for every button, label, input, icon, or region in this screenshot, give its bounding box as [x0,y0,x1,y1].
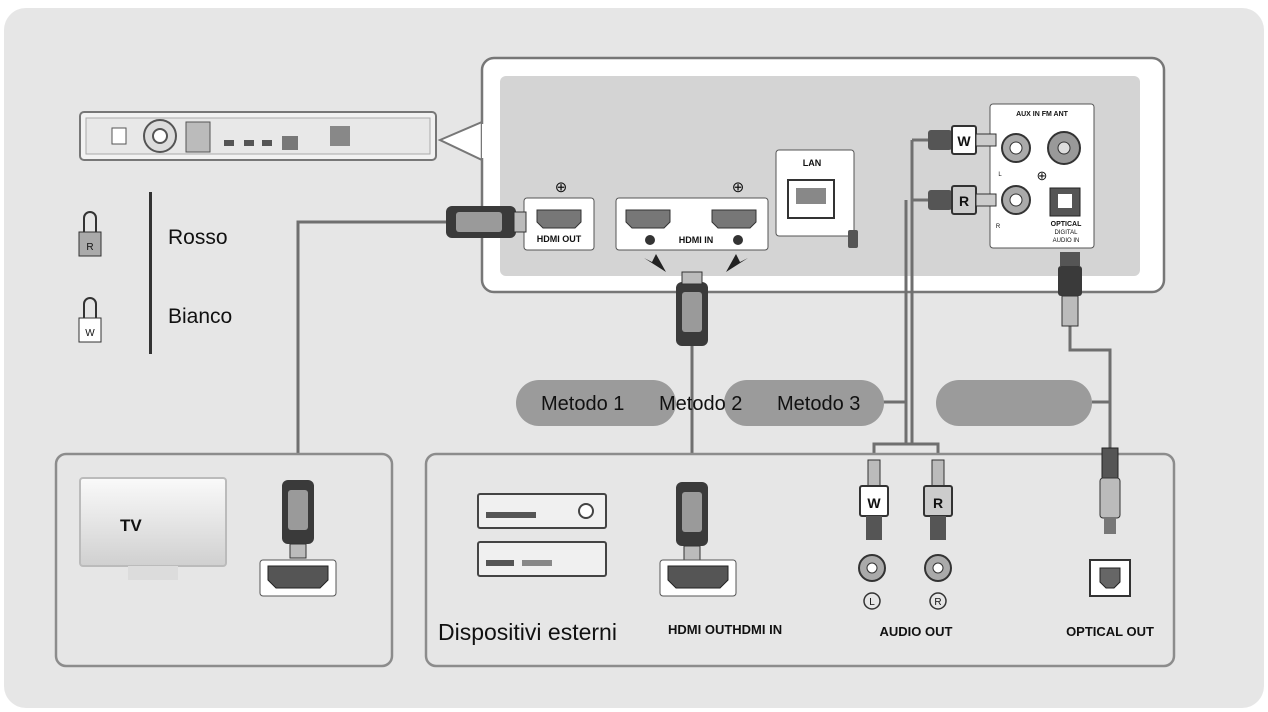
svg-text:⊕: ⊕ [555,179,568,196]
left-channel-mark: L [869,597,875,608]
rca-plug-device-r-icon [923,459,953,540]
red-plug-icon [78,211,102,257]
external-devices-label: Dispositivi esterni [438,619,617,645]
red-plug-letter: R [86,242,93,253]
callout-gap [482,124,486,158]
cable-optical [1068,326,1112,448]
optical-out-label: OPTICAL OUT [1066,624,1154,639]
hdmi-plug-device-icon [676,482,708,561]
rca-jack-left-icon [858,554,886,610]
white-plug-icon [78,297,102,343]
rca-plug-device-w-icon [859,459,889,540]
device-plug-w-letter: W [867,495,881,511]
arrow-hdmi-in-1-icon [644,254,666,272]
cable-hdmi-tv [296,220,450,480]
method-2-pill [724,380,884,426]
tv-label: TV [120,516,142,535]
hdmi-port-device-icon [659,559,737,597]
hdmi-out-in-label: HDMI OUTHDMI IN [668,622,782,637]
hdmi-plug-panel-out-icon [446,206,527,238]
white-plug-letter: W [85,328,95,339]
hdmi-plug-tv-icon [282,480,314,559]
aux-fm-optical-block: ⊕ [989,103,1095,249]
white-label: Bianco [168,305,232,328]
svg-text:⊕: ⊕ [732,179,745,196]
method-2-label: Metodo 2 [659,393,742,415]
optical-in-label-1: OPTICAL [1051,221,1082,228]
set-top-box-icon [477,541,607,577]
right-channel-mark: R [934,597,941,608]
legend: R Rosso W Bianco [78,192,232,354]
lan-port-label: LAN [803,158,822,168]
tv-icon [79,477,227,588]
svg-text:⊕: ⊕ [1037,168,1048,183]
optical-in-label-2: DIGITAL [1055,230,1079,236]
aux-plug-w-letter: W [957,133,971,149]
dvd-player-icon [477,493,607,529]
aux-right-mark: R [996,224,1001,230]
hdmi-in-port-label: HDMI IN [679,235,714,245]
main-unit-illustration [79,111,437,161]
method-1-label: Metodo 1 [541,393,624,415]
hdmi-out-port-label: HDMI OUT [537,234,582,244]
audio-out-label: AUDIO OUT [880,624,953,639]
optical-plug-device-icon [1099,447,1121,534]
optical-port-device-icon [1089,559,1131,597]
red-label: Rosso [168,226,228,249]
hdmi-in-ports: ⊕ [615,179,769,251]
cable-rca-split [872,442,940,460]
external-devices-box [424,452,1176,668]
optical-in-label-3: AUDIO IN [1053,238,1080,244]
rca-plug-aux-r-icon [928,185,997,215]
method-1-pill [516,380,676,426]
aux-plug-r-letter: R [959,193,969,209]
method-3-pill [936,380,1092,426]
hdmi-plug-panel-in-icon [676,271,708,346]
aux-left-mark: L [998,172,1002,178]
aux-fm-label: AUX IN FM ANT [1016,111,1069,118]
optical-plug-panel-icon [1058,252,1082,327]
hdmi-port-tv-icon [259,559,337,597]
rca-jack-right-icon [924,554,952,610]
lan-port [775,149,858,248]
arrow-hdmi-in-2-icon [726,254,748,272]
cables [296,138,1112,482]
rca-plug-aux-w-icon [928,125,997,155]
legend-divider [149,192,152,354]
hdmi-out-port: ⊕ [523,179,595,251]
device-plug-r-letter: R [933,495,943,511]
method-3-label: Metodo 3 [777,393,860,415]
